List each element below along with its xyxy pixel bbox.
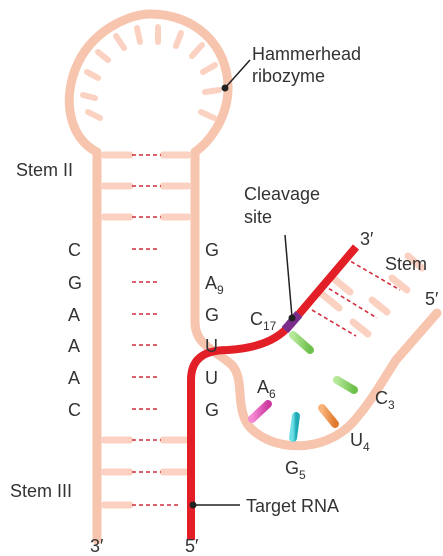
c17-bar	[293, 335, 310, 350]
c3-bar	[337, 380, 354, 390]
ribozyme-3prime-label: 3′	[90, 536, 104, 556]
hammerhead-label-line1: Hammerhead	[252, 44, 361, 64]
right-base-letters: G A9 G U U G	[205, 240, 224, 420]
c3-subscript: 3	[388, 398, 395, 412]
u4-subscript: 4	[363, 440, 370, 454]
ribozyme-backbone	[69, 14, 437, 540]
target-callout-dot	[190, 502, 197, 509]
g5-subscript: 5	[299, 468, 306, 482]
right-base-6: G	[205, 400, 219, 420]
stem2-label: Stem II	[16, 160, 73, 180]
left-base-5: A	[68, 368, 80, 388]
right-base-3: G	[205, 305, 219, 325]
g5-bar	[293, 416, 296, 438]
loop-ticks	[83, 27, 219, 118]
left-base-3: A	[68, 305, 80, 325]
target-rna-label: Target RNA	[246, 496, 339, 516]
c17-subscript: 17	[263, 319, 277, 333]
stem3-label: Stem III	[10, 481, 72, 501]
u4-bar	[322, 408, 335, 424]
left-base-1: C	[68, 240, 81, 260]
hammerhead-label-line2: ribozyme	[252, 66, 325, 86]
right-base-2: A9	[205, 273, 224, 297]
ribozyme-5prime-label: 5′	[425, 289, 439, 309]
left-base-2: G	[68, 273, 82, 293]
c3-letter: C	[375, 388, 388, 408]
left-base-6: C	[68, 400, 81, 420]
right-base-4: U	[205, 336, 218, 356]
stem-label: Stem	[385, 254, 427, 274]
a6-label: A6	[257, 377, 276, 401]
g5-label: G5	[285, 458, 306, 482]
right-base-2-letter: A	[205, 273, 217, 293]
c3-label: C3	[375, 388, 395, 412]
c17-letter: C	[250, 309, 263, 329]
right-base-2-subscript: 9	[217, 283, 224, 297]
right-base-1: G	[205, 240, 219, 260]
u4-label: U4	[350, 430, 370, 454]
cleavage-label-line2: site	[244, 207, 272, 227]
u4-letter: U	[350, 430, 363, 450]
left-base-4: A	[68, 336, 80, 356]
c17-label: C17	[250, 309, 277, 333]
g5-letter: G	[285, 458, 299, 478]
cleavage-callout-dot	[289, 315, 296, 322]
a6-letter: A	[257, 377, 269, 397]
hammerhead-callout-dot	[222, 85, 229, 92]
colored-pairs	[106, 249, 186, 409]
a6-bar	[252, 404, 268, 419]
right-base-5: U	[205, 368, 218, 388]
cleavage-label-line1: Cleavage	[244, 184, 320, 204]
a6-subscript: 6	[269, 387, 276, 401]
target-3prime-label: 3′	[360, 229, 374, 249]
stem-empty-pairs	[104, 155, 188, 505]
target-5prime-label: 5′	[185, 536, 199, 556]
left-base-letters: C G A A A C	[68, 240, 82, 420]
